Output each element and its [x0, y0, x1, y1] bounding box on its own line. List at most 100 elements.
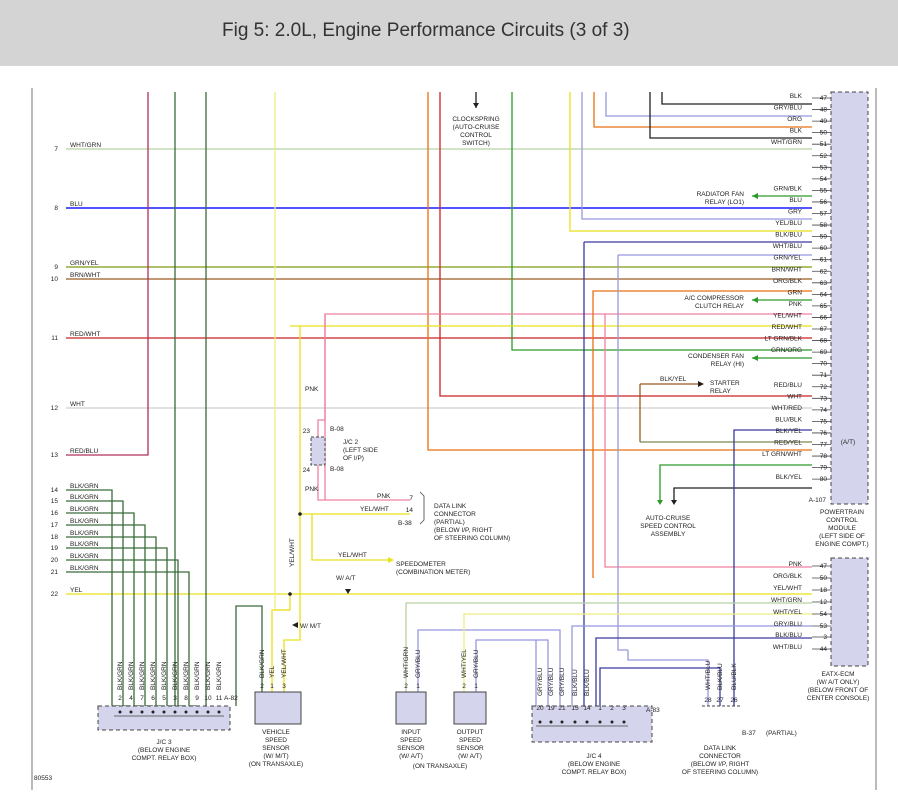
- ecm-pin-wire-label: WHT/GRN: [771, 597, 802, 604]
- oss-wire-label: GRY/BLU: [473, 649, 480, 678]
- label-layer: 805537WHT/GRN8BLU9GRN/YEL10BRN/WHT11RED/…: [34, 93, 869, 782]
- left-pin-number: 18: [51, 534, 59, 541]
- pcm-pin-number: 56: [820, 199, 828, 206]
- input-speed-sensor: [395, 691, 427, 725]
- ecm-description: CENTER CONSOLE): [807, 695, 869, 702]
- jc4-description: J/C 4: [586, 753, 602, 760]
- jc3-terminal: [118, 710, 122, 714]
- pcm-pin-number: 65: [820, 303, 828, 310]
- jc4-wire-label: BLK/BLU: [572, 669, 579, 696]
- vss-sensor: [254, 691, 302, 725]
- radiator-fan-relay: RADIATOR FAN: [697, 191, 745, 198]
- vss-description: SPEED: [265, 737, 287, 744]
- w-at-arrow-icon: [345, 589, 351, 594]
- wire-iss-wht-grn: [405, 602, 812, 692]
- jc2-connector-id-bottom: B-08: [330, 466, 344, 473]
- clockspring-arrow-icon: [473, 103, 479, 108]
- radiator-fan-arrow-icon: [752, 193, 758, 199]
- jc3-terminal: [151, 710, 155, 714]
- jc3-wire-label: BLK/GRN: [194, 661, 201, 690]
- left-pin-wire-label: BRN/WHT: [70, 272, 100, 279]
- starter-arrow-icon: [698, 381, 704, 387]
- iss-description: SENSOR: [397, 745, 425, 752]
- pcm-connector-id: A-107: [809, 497, 827, 504]
- jc3-pin-number: 3: [173, 695, 177, 702]
- pcm-pin-wire-label: BLK: [790, 128, 803, 135]
- pcm-pin-number: 54: [820, 176, 828, 183]
- wire-yel-wht-speedo: [311, 514, 390, 561]
- jc3-wire-label: BLK/GRN: [172, 661, 179, 690]
- pcm-pin-number: 67: [820, 326, 828, 333]
- jc4-terminal: [585, 720, 589, 724]
- vss-pin-number: 3: [282, 683, 286, 690]
- ecm-description: EATX-ECM: [821, 671, 854, 678]
- speedometer-label: SPEEDOMETER: [396, 561, 446, 568]
- left-pin-wire-label: BLK/GRN: [70, 565, 99, 572]
- jc2-pin-top: 23: [303, 428, 311, 435]
- wire-blu-blk-75: [733, 429, 812, 706]
- ecm-pin-number: 50: [820, 575, 828, 582]
- starter-relay: RELAY: [710, 388, 731, 395]
- left-pin-wire-label: BLU: [70, 201, 83, 208]
- jc3-pin-number: 10: [204, 695, 212, 702]
- jc2-pin-bottom: 24: [303, 467, 311, 474]
- ecm-pin-number: 18: [820, 587, 828, 594]
- pcm-description: POWERTRAIN: [820, 509, 864, 516]
- pcm-pin-wire-label: WHT/GRN: [771, 139, 802, 146]
- component-layer: [31, 88, 877, 790]
- wire-blk-grn-4: [66, 536, 157, 706]
- pcm-description: ENGINE COMPT.): [815, 541, 868, 548]
- jc3-terminal: [184, 710, 188, 714]
- pcm-pin-number: 50: [820, 130, 828, 137]
- wire-pnk-jc2-up: [317, 314, 326, 437]
- pcm-pin-number: 48: [820, 107, 828, 114]
- jc3-wire-label: BLK/GRN: [128, 661, 135, 690]
- wire-lt-grn-wht: [659, 464, 812, 500]
- pcm-pin-number: 57: [820, 211, 828, 218]
- jc4-pin-number: 3: [622, 705, 626, 712]
- figure-id: 80553: [34, 775, 52, 782]
- jc3-pin-number: 8: [184, 695, 188, 702]
- left-pin-wire-label: BLK/GRN: [70, 494, 99, 501]
- left-pin-number: 15: [51, 498, 59, 505]
- starter-wire-label: BLK/YEL: [660, 376, 687, 383]
- wire-dlc2-wht-blu: [627, 650, 709, 706]
- pcm-pin-wire-label: BLK/BLU: [775, 232, 802, 239]
- pcm-pin-number: 53: [820, 164, 828, 171]
- pcm-description: MODULE: [828, 525, 856, 532]
- pcm-pin-number: 55: [820, 187, 828, 194]
- dlc1-pin-pnk: 7: [409, 495, 413, 502]
- auto-cruise-assembly: SPEED CONTROL: [640, 523, 696, 530]
- dlc2-pin-number: 28: [704, 697, 712, 704]
- jc3-pin-number: 6: [151, 695, 155, 702]
- clockspring-description: CONTROL: [460, 132, 492, 139]
- jc3-connector: [97, 705, 231, 731]
- left-pin-number: 14: [51, 487, 59, 494]
- left-pin-number: 9: [54, 264, 58, 271]
- wire-blk-yel-80: [673, 487, 812, 500]
- oss-pin-number: 2: [462, 683, 466, 690]
- wire-lt-yel: [274, 92, 290, 611]
- clockspring-description: (AUTO-CRUISE: [453, 124, 500, 131]
- jc2-connector-id-top: B-08: [330, 426, 344, 433]
- dlc1-description: CONNECTOR: [434, 511, 476, 518]
- wire-dlc2-blk-blu: [599, 667, 721, 706]
- ecm-pin-number: 54: [820, 611, 828, 618]
- pcm-pin-number: 79: [820, 465, 828, 472]
- wire-blk-50: [649, 92, 812, 139]
- dlc1-description: OF STEERING COLUMN): [434, 535, 510, 542]
- pcm-pin-wire-label: LT GRN/WHT: [762, 451, 802, 458]
- pcm-pin-number: 62: [820, 268, 828, 275]
- jc4-connector-id: A-83: [646, 707, 660, 714]
- left-pin-wire-label: WHT: [70, 401, 85, 408]
- w-mt-arrow-icon: [292, 622, 298, 628]
- wire-blk-grn-2: [66, 512, 135, 706]
- auto-cruise-assembly: ASSEMBLY: [651, 531, 686, 538]
- pcm-pin-number: 49: [820, 118, 828, 125]
- jc4-pin-number: 19: [547, 705, 555, 712]
- jc4-terminal: [573, 720, 577, 724]
- left-pin-wire-label: RED/BLU: [70, 448, 98, 455]
- dlc1-description: (PARTIAL): [434, 519, 465, 526]
- vss-description: SENSOR: [262, 745, 290, 752]
- jc4-pin-number: 14: [583, 705, 591, 712]
